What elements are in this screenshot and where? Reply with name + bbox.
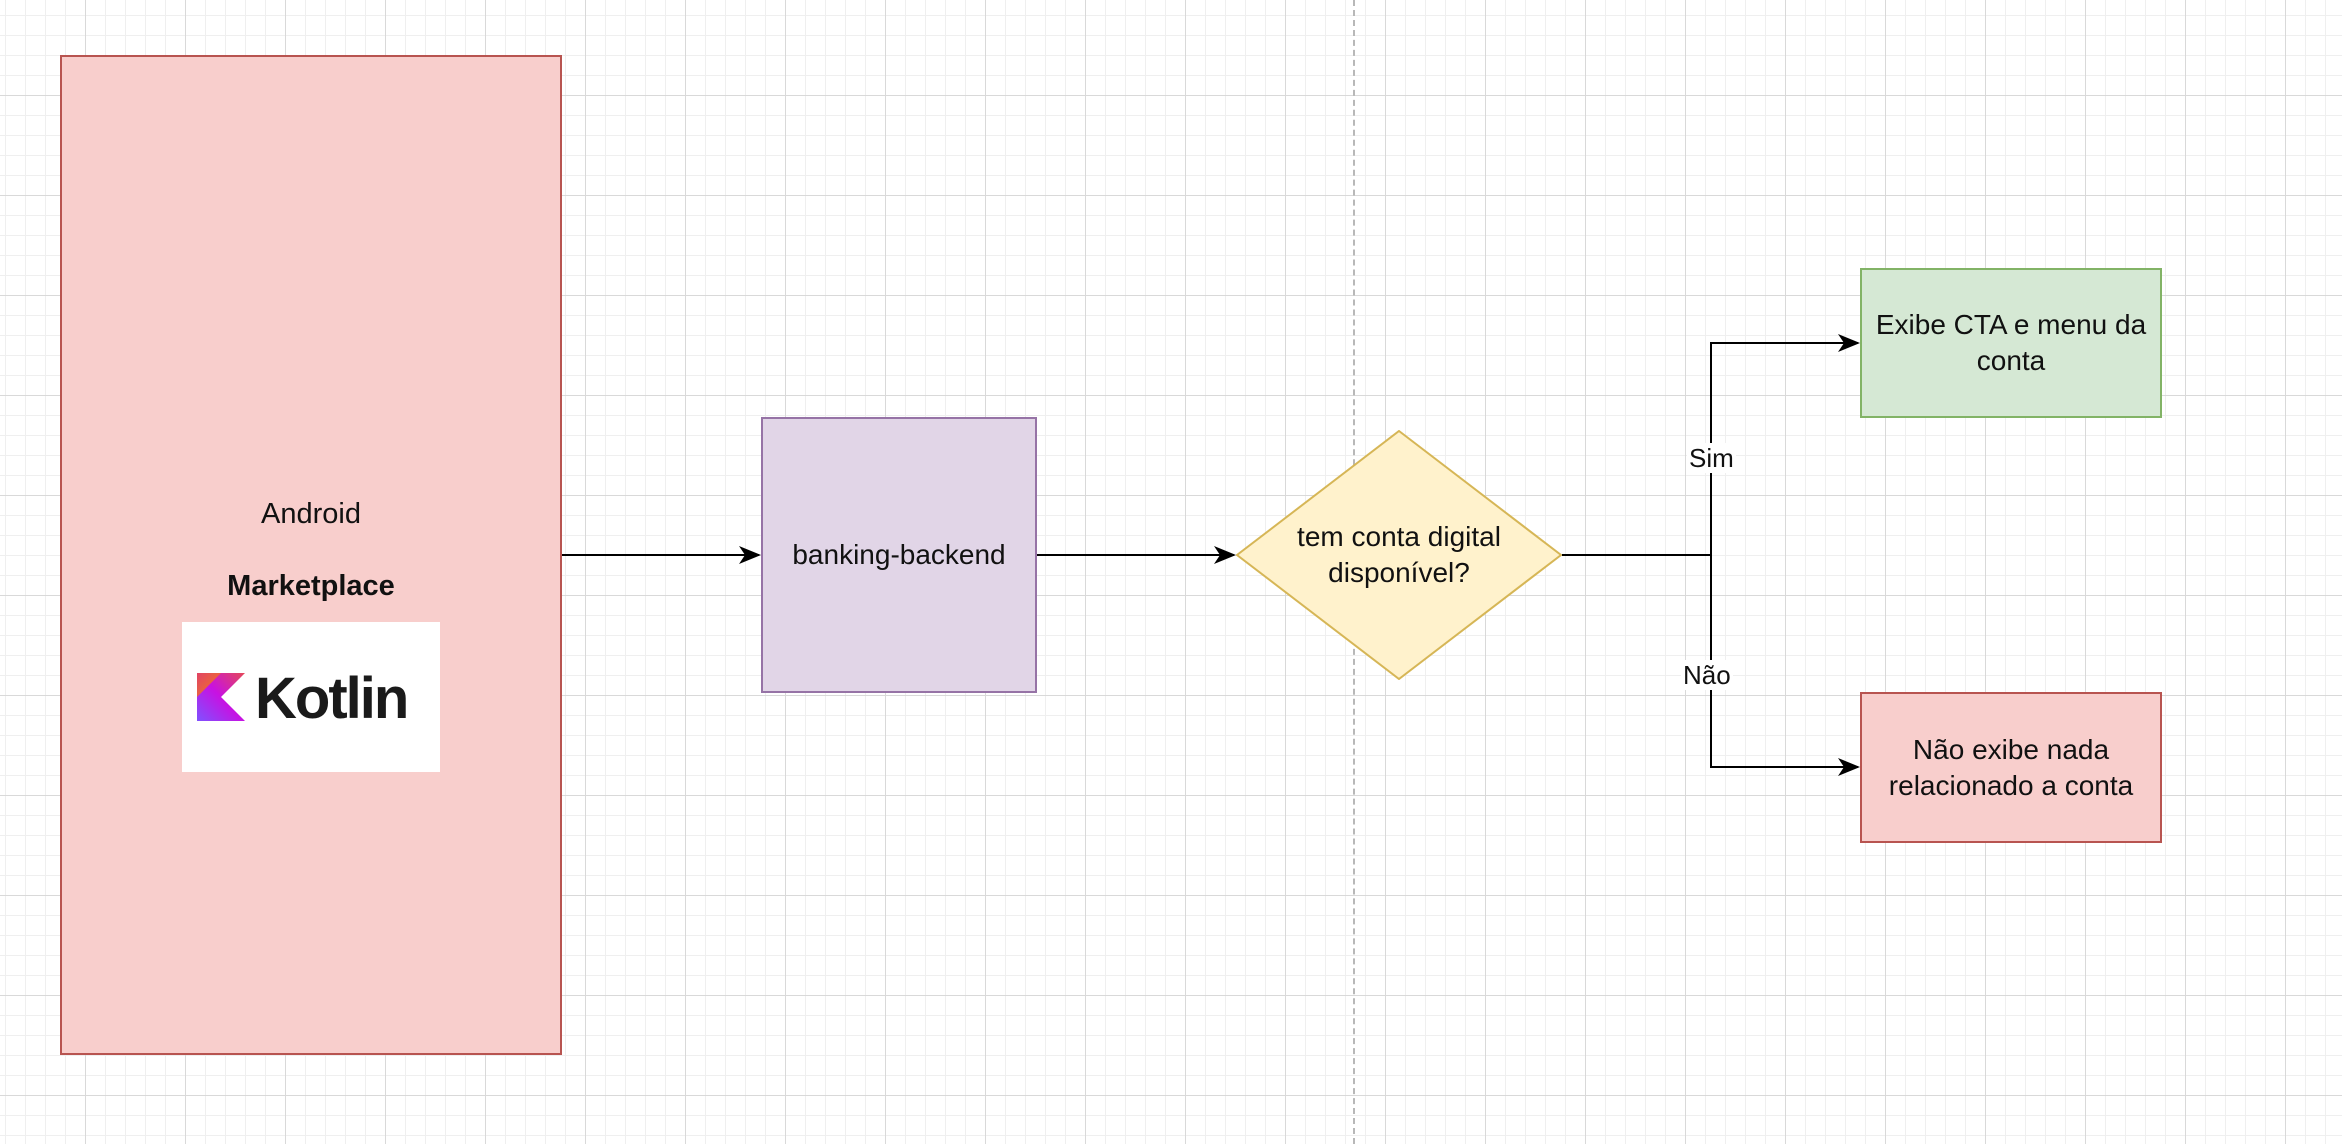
edge-label-yes: Sim bbox=[1687, 443, 1736, 473]
decision-diamond[interactable]: tem conta digital disponível? bbox=[1236, 430, 1562, 680]
yes-outcome-box[interactable]: Exibe CTA e menu da conta bbox=[1860, 268, 2162, 418]
decision-shape bbox=[1236, 430, 1562, 680]
edge-label-no: Não bbox=[1681, 660, 1733, 690]
banking-backend-box[interactable]: banking-backend bbox=[761, 417, 1037, 693]
kotlin-logo-icon: Kotlin bbox=[197, 667, 409, 727]
decision-label-wrap: tem conta digital disponível? bbox=[1236, 430, 1562, 680]
kotlin-logo-text: Kotlin bbox=[255, 667, 407, 727]
marketplace-label: Marketplace bbox=[227, 570, 395, 602]
android-marketplace-box[interactable]: Android Marketplace Kotlin bbox=[60, 55, 562, 1055]
kotlin-logo: Kotlin bbox=[182, 622, 440, 772]
no-outcome-label: Não exibe nada relacionado a conta bbox=[1888, 733, 2134, 801]
no-outcome-box[interactable]: Não exibe nada relacionado a conta bbox=[1860, 692, 2162, 843]
android-label: Android bbox=[261, 498, 361, 530]
banking-backend-label: banking-backend bbox=[792, 539, 1006, 570]
decision-label: tem conta digital disponível? bbox=[1297, 521, 1501, 588]
yes-outcome-label: Exibe CTA e menu da conta bbox=[1875, 309, 2147, 376]
